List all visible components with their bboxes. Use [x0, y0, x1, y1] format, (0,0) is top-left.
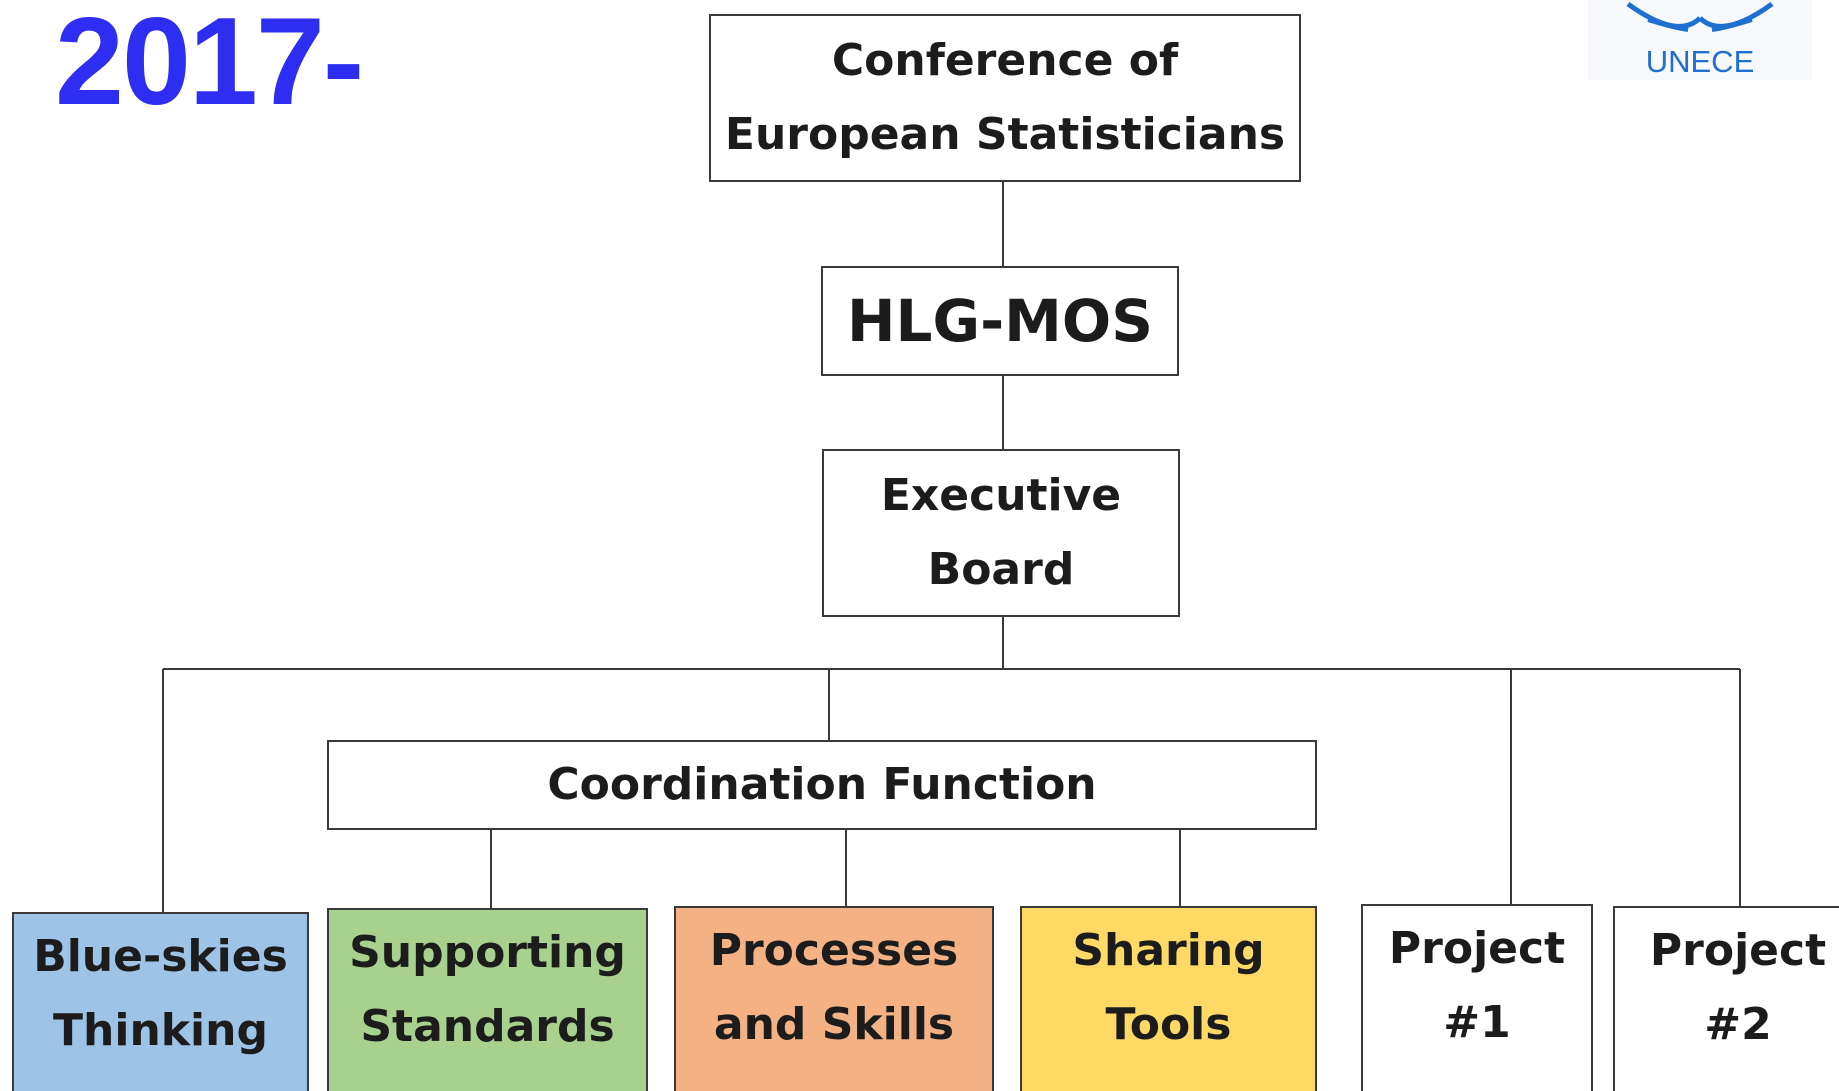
laurel-emblem-icon: [1626, 1, 1774, 32]
hlg-mos-box: HLG-MOS: [821, 266, 1179, 376]
group-label-supporting-standards: Supporting Standards: [349, 927, 626, 1052]
group-box-processes-skills: Processes and Skills: [674, 906, 994, 1091]
project-box-1: Project #1: [1361, 904, 1593, 1091]
logo-text: UNECE: [1645, 44, 1755, 79]
executive-board-box: Executive Board: [822, 449, 1180, 617]
group-box-sharing-tools: Sharing Tools: [1020, 906, 1317, 1091]
unece-logo: UNECE: [1588, 0, 1812, 80]
ces-label: Conference of European Statisticians: [724, 35, 1286, 160]
coordination-function-box: Coordination Function: [327, 740, 1317, 830]
executive-board-label: Executive Board: [880, 470, 1122, 595]
group-box-supporting-standards: Supporting Standards: [327, 908, 648, 1091]
group-label-processes-skills: Processes and Skills: [709, 925, 959, 1050]
project-label-1: Project #1: [1388, 923, 1566, 1048]
ces-box: Conference of European Statisticians: [709, 14, 1301, 182]
group-label-sharing-tools: Sharing Tools: [1072, 925, 1265, 1050]
project-box-2: Project #2: [1613, 906, 1839, 1091]
group-box-blue-skies: Blue-skies Thinking: [12, 912, 309, 1091]
year-heading: 2017-: [55, 0, 364, 131]
coordination-function-label: Coordination Function: [547, 759, 1097, 810]
project-label-2: Project #2: [1649, 925, 1827, 1050]
group-label-blue-skies: Blue-skies Thinking: [33, 931, 288, 1056]
hlg-mos-label: HLG-MOS: [847, 287, 1153, 355]
